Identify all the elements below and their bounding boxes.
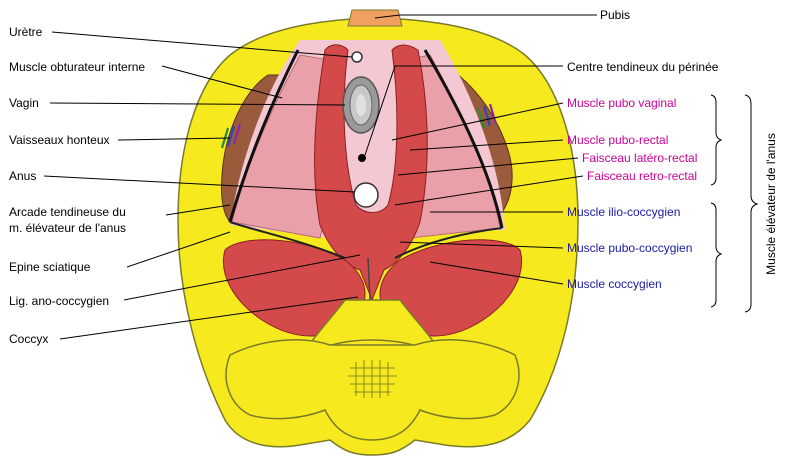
label-arcade-tendineuse-2: m. élévateur de l'anus — [9, 221, 126, 235]
brace-levator — [744, 94, 759, 313]
leader-lines-right — [364, 14, 597, 285]
label-ilio-coccygien: Muscle ilio-coccygien — [567, 205, 680, 219]
label-coccygien: Muscle coccygien — [567, 277, 662, 291]
leader-lines-left — [43, 31, 361, 340]
label-vaisseaux-honteux: Vaisseaux honteux — [9, 133, 110, 147]
label-anus: Anus — [9, 169, 36, 183]
label-lig-ano-coccygien: Lig. ano-coccygien — [9, 294, 109, 308]
braces — [710, 94, 759, 313]
anus — [353, 182, 379, 208]
urethra — [351, 51, 363, 63]
sacrospinous-left — [229, 221, 346, 259]
label-arcade-tendineuse-1: Arcade tendineuse du — [9, 205, 126, 219]
label-pubo-coccygien: Muscle pubo-coccygien — [567, 241, 692, 255]
label-coccyx: Coccyx — [9, 332, 48, 346]
label-epine-sciatique: Epine sciatique — [9, 260, 91, 274]
label-pubo-rectal: Muscle pubo-rectal — [567, 133, 668, 147]
label-obturateur-interne: Muscle obturateur interne — [9, 60, 145, 74]
label-vagin: Vagin — [9, 96, 39, 110]
label-elevateur-anus: Muscle élévateur de l'anus — [764, 133, 778, 275]
labels-right: Pubis Centre tendineux du périnée Muscle… — [567, 8, 778, 291]
label-latero-rectal: Faisceau latéro-rectal — [582, 151, 697, 165]
label-uretre: Urètre — [9, 25, 43, 39]
brace-ilio — [710, 202, 723, 308]
label-pubis: Pubis — [600, 8, 630, 22]
tendinous-arch-right — [423, 49, 504, 229]
label-retro-rectal: Faisceau retro-rectal — [587, 169, 697, 183]
label-centre-tendineux: Centre tendineux du périnée — [567, 60, 719, 74]
brace-pubo — [710, 94, 723, 186]
pelvis-illustration — [177, 9, 579, 456]
coccyx-grid — [348, 360, 397, 398]
labels-left: Urètre Muscle obturateur interne Vagin V… — [9, 25, 145, 346]
label-pubo-vaginal: Muscle pubo vaginal — [567, 96, 676, 110]
perineal-center — [358, 154, 366, 162]
anococcygeal-ligament — [367, 257, 371, 301]
tendinous-arch-left — [228, 49, 300, 223]
pudendal-vessels-right — [476, 103, 498, 129]
sacrospinous-right — [394, 227, 503, 259]
